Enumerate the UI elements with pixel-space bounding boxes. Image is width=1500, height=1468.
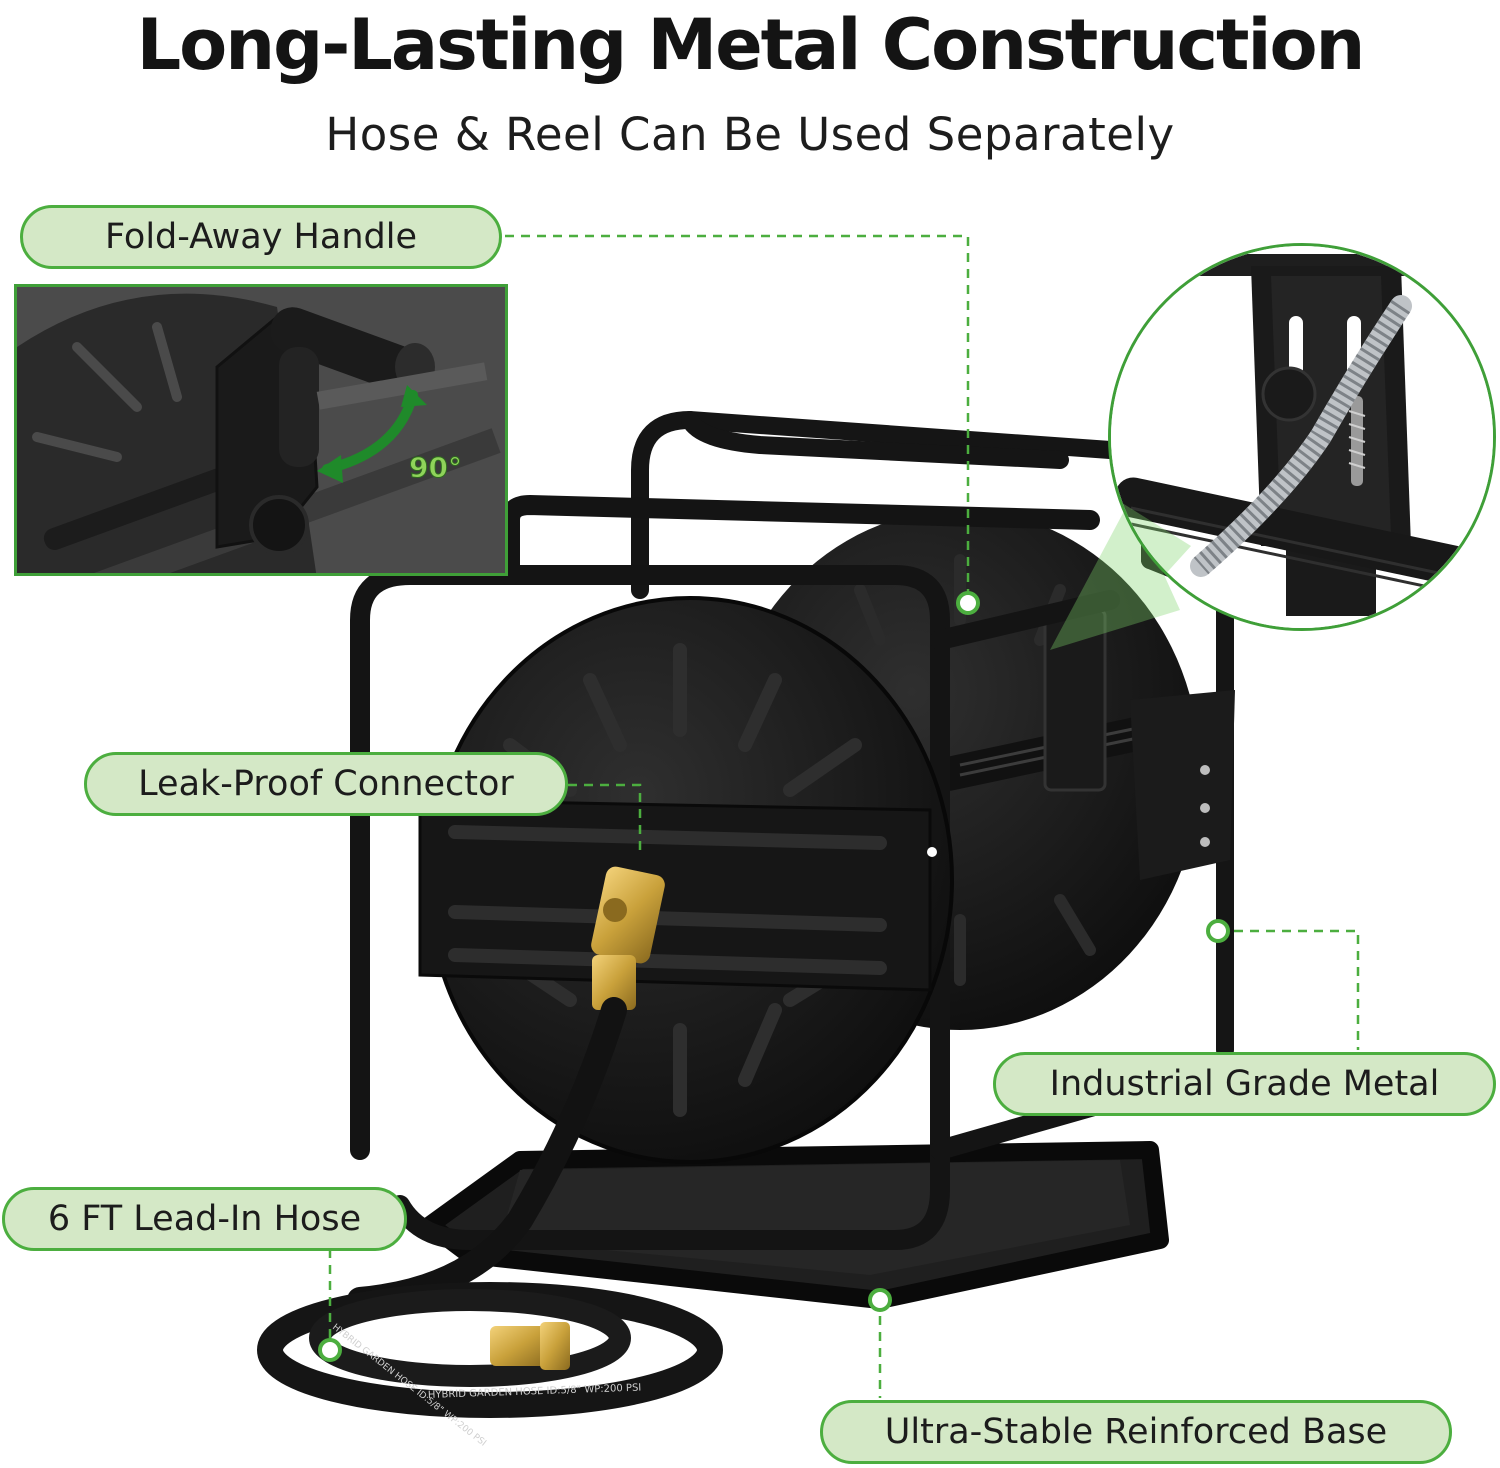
page-subtitle: Hose & Reel Can Be Used Separately [325, 108, 1175, 161]
page-title: Long-Lasting Metal Construction [136, 4, 1366, 86]
callout-dot-icon [318, 591, 1230, 1362]
callout-industrial-grade-metal: Industrial Grade Metal [993, 1052, 1496, 1116]
brass-connector [591, 866, 665, 1010]
callout-fold-away-handle: Fold-Away Handle [20, 205, 502, 269]
rotation-label: 90° [409, 451, 463, 485]
bracket-detail-inset [1108, 243, 1496, 631]
callout-leak-proof-connector: Leak-Proof Connector [84, 752, 568, 816]
handle-detail-inset: 90° [14, 284, 508, 576]
rotate-arrow-icon [317, 385, 427, 483]
callout-reinforced-base: Ultra-Stable Reinforced Base [820, 1400, 1452, 1464]
hose-coil-inner [309, 1289, 631, 1387]
hose-end-fitting [490, 1322, 570, 1370]
leader-lines [328, 234, 1360, 1398]
callout-lead-in-hose: 6 FT Lead-In Hose [2, 1187, 407, 1251]
side-bracket [1130, 690, 1235, 880]
